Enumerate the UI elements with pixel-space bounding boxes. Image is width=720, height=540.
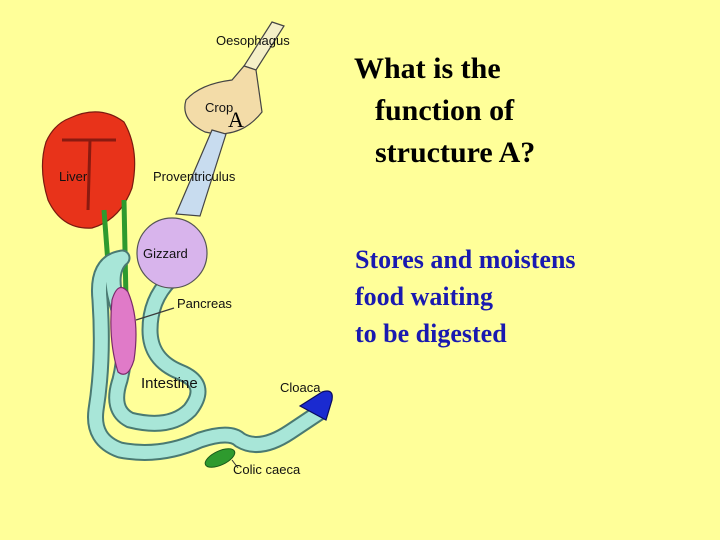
question-text: What is the function of structure A? [354, 48, 535, 174]
gizzard-shape [136, 217, 208, 289]
pancreas-shape [110, 286, 137, 375]
label-oesophagus: Oesophagus [216, 33, 290, 48]
label-crop: Crop [205, 100, 233, 115]
answer-line: to be digested [355, 319, 507, 348]
crop-shape [184, 65, 263, 135]
cloaca-shape [298, 390, 333, 421]
question-line: function of [375, 94, 515, 127]
liver-crease [62, 138, 116, 211]
label-colic-caeca: Colic caeca [233, 462, 301, 477]
digestive-system-diagram: Oesophagus Crop A Liver Proventriculus G… [41, 21, 333, 477]
colic-caeca-pointer [231, 459, 239, 469]
label-pancreas: Pancreas [177, 296, 232, 311]
label-gizzard: Gizzard [143, 246, 188, 261]
label-liver: Liver [59, 169, 88, 184]
colic-caeca-shape [204, 448, 236, 468]
question-line: What is the [354, 52, 501, 85]
answer-line: Stores and moistens [355, 245, 576, 274]
question-line: structure A? [375, 136, 536, 169]
answer-line: food waiting [355, 282, 493, 311]
label-structure-a: A [228, 107, 244, 132]
label-proventriculus: Proventriculus [153, 169, 236, 184]
pancreas-pointer [135, 307, 175, 321]
answer-text: Stores and moistens food waiting to be d… [355, 241, 576, 352]
label-intestine: Intestine [141, 375, 198, 392]
proventriculus-shape [175, 129, 227, 217]
label-cloaca: Cloaca [280, 380, 321, 395]
